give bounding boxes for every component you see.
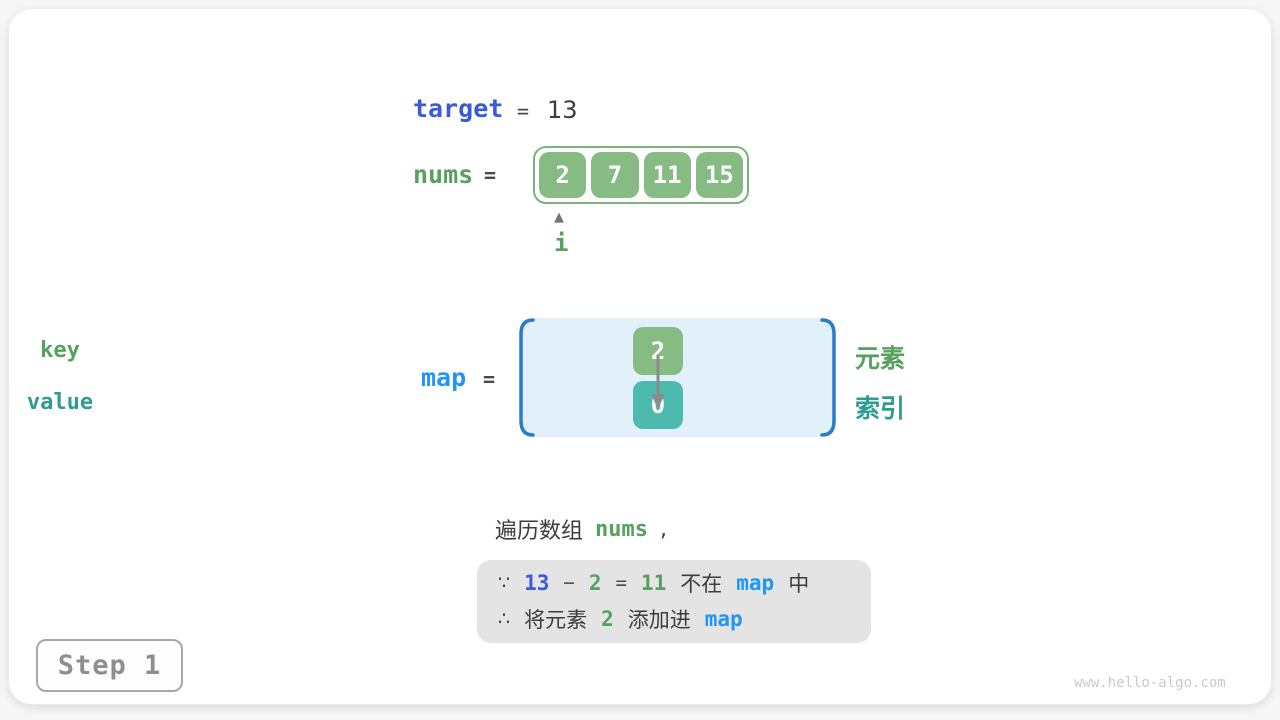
index-side-label: 索引	[855, 394, 906, 423]
note-add-element-text: 将元素	[524, 608, 588, 632]
caption-text: 遍历数组	[495, 519, 584, 544]
map-variable-label: map	[421, 363, 467, 392]
nums-array-cell: 11	[643, 152, 691, 198]
caption-nums-code: nums	[595, 516, 648, 542]
site-watermark: www.hello-algo.com	[1074, 675, 1226, 691]
note-in-suffix-text: 中	[788, 572, 810, 596]
note-element-number: 2	[588, 571, 602, 595]
map-equals-sign: =	[483, 367, 496, 391]
therefore-symbol: ∴	[498, 608, 511, 630]
target-variable-label: target	[413, 94, 504, 123]
element-side-label: 元素	[855, 344, 906, 373]
nums-array-cell: 7	[591, 152, 639, 198]
target-equals-sign: =	[517, 99, 530, 123]
caption-comma: ,	[660, 516, 667, 542]
note-target-number: 13	[524, 571, 550, 595]
nums-array-cell: 2	[539, 152, 587, 198]
minus-sign: −	[563, 572, 575, 594]
index-pointer-label: i	[554, 229, 569, 257]
because-symbol: ∵	[498, 572, 511, 594]
map-right-bracket-icon	[820, 318, 836, 437]
map-value-label: value	[26, 390, 94, 415]
nums-array-cell: 15	[695, 152, 743, 198]
note-line-because: ∵ 13 − 2 = 11 不在 map 中	[498, 565, 871, 601]
nums-array-container: 2 7 11 15	[533, 146, 749, 204]
target-value: 13	[547, 96, 578, 124]
map-left-bracket-icon	[519, 318, 535, 437]
note-difference-number: 11	[640, 571, 667, 595]
map-key-label: key	[40, 338, 80, 363]
equals-sign: =	[615, 572, 627, 594]
note-map-code: map	[704, 607, 743, 631]
nums-equals-sign: =	[484, 163, 497, 187]
note-line-therefore: ∴ 将元素 2 添加进 map	[498, 601, 871, 637]
index-pointer-arrow-icon: ▲	[554, 210, 564, 225]
reasoning-note-box: ∵ 13 − 2 = 11 不在 map 中 ∴ 将元素 2 添加进 map	[477, 560, 871, 643]
note-not-in-text: 不在	[680, 572, 723, 596]
note-added-number: 2	[601, 607, 614, 631]
note-map-code: map	[736, 571, 775, 595]
step-badge: Step 1	[36, 639, 183, 692]
caption-line: 遍历数组 nums ,	[495, 513, 667, 545]
key-to-value-arrow-icon	[651, 355, 665, 409]
step-badge-label: Step 1	[57, 650, 162, 681]
note-add-into-text: 添加进	[627, 608, 691, 632]
nums-variable-label: nums	[413, 160, 474, 189]
